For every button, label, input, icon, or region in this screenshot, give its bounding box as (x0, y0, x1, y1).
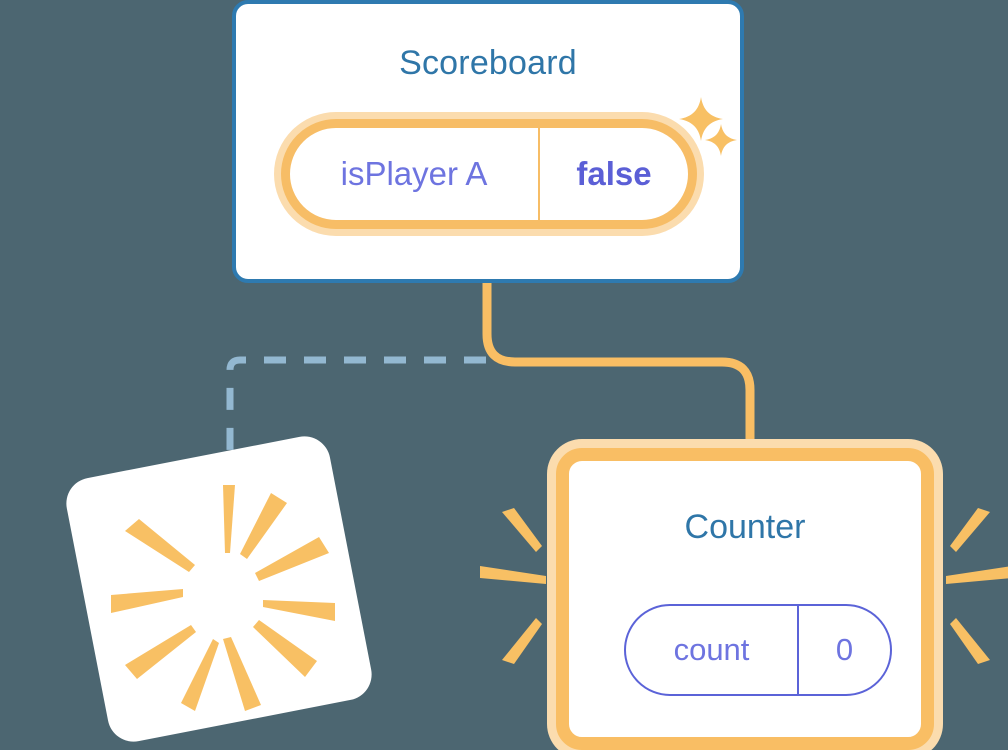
scoreboard-property-value: false (576, 155, 652, 192)
counter-card-title: Counter (684, 508, 806, 546)
sparkle-large-icon (679, 97, 723, 141)
scoreboard-card[interactable]: Scoreboard isPlayer A false (232, 0, 744, 283)
connector-scoreboard-to-counter (482, 282, 755, 470)
scoreboard-property-key: isPlayer A (290, 128, 540, 220)
counter-property-key: count (626, 606, 799, 694)
scoreboard-property-pill[interactable]: isPlayer A false (281, 119, 697, 229)
sparkle-small-icon (705, 124, 737, 156)
blank-placeholder-card[interactable] (61, 431, 377, 747)
counter-card[interactable]: Counter count 0 (556, 448, 934, 750)
counter-property-pill[interactable]: count 0 (624, 604, 892, 696)
counter-property-value: 0 (835, 632, 854, 667)
scoreboard-card-title: Scoreboard (399, 44, 577, 82)
connector-scoreboard-to-blank-card (226, 356, 486, 468)
